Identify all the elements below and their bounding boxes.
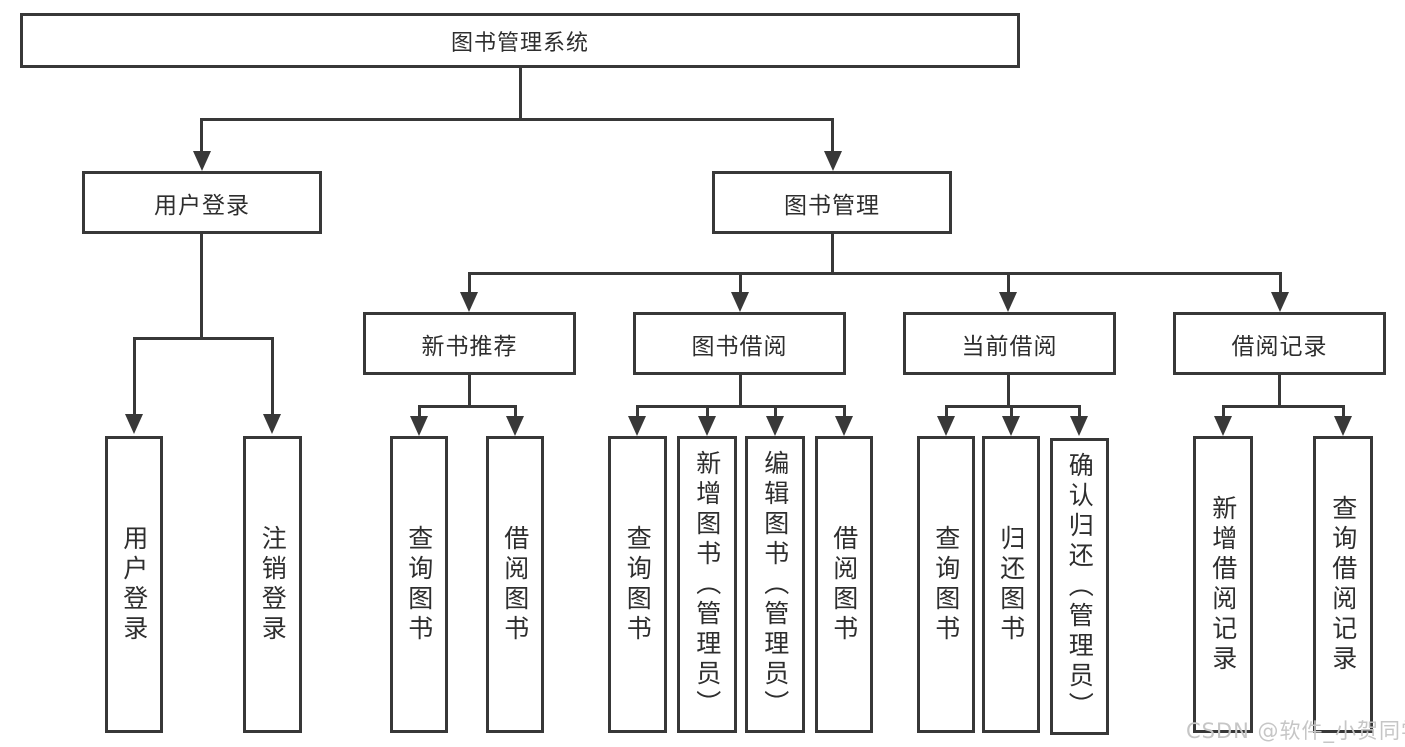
node-query-books-current: 查询图书: [917, 436, 975, 733]
arrowhead: [125, 414, 143, 434]
arrowhead: [937, 416, 955, 436]
arrowhead: [410, 416, 428, 436]
node-query-borrow-record: 查询借阅记录: [1313, 436, 1373, 733]
watermark: CSDN @软件_小贺同学: [1186, 719, 1405, 743]
connector-mgmt-stub: [831, 234, 834, 272]
node-confirm-return-admin: 确认归还（管理员）: [1050, 438, 1109, 735]
connector-rail: [1222, 405, 1345, 408]
node-book-management: 图书管理: [712, 171, 952, 234]
connector-stem: [739, 272, 742, 294]
node-new-book-recommend: 新书推荐: [363, 312, 576, 375]
arrowhead: [1271, 292, 1289, 312]
arrowhead: [506, 416, 524, 436]
arrowhead: [698, 416, 716, 436]
connector-stem: [133, 337, 136, 414]
connector-login-stub: [200, 234, 203, 337]
connector-stub: [1007, 375, 1010, 405]
connector-stem: [945, 405, 948, 417]
node-query-books-borrow: 查询图书: [608, 436, 667, 733]
node-return-book: 归还图书: [982, 436, 1040, 733]
connector-stem: [1010, 405, 1013, 417]
connector-root-rail: [200, 118, 834, 121]
node-add-book-admin: 新增图书（管理员）: [677, 436, 737, 733]
connector-root-stub: [519, 68, 522, 118]
node-logout: 注销登录: [243, 436, 302, 733]
arrowhead: [824, 151, 842, 171]
node-add-borrow-record: 新增借阅记录: [1193, 436, 1253, 733]
arrowhead: [193, 151, 211, 171]
connector-stem: [271, 337, 274, 414]
node-root: 图书管理系统: [20, 13, 1020, 68]
connector-stem: [200, 118, 203, 153]
node-borrow-books: 借阅图书: [815, 436, 873, 733]
connector-rail: [945, 405, 1081, 408]
node-book-borrow: 图书借阅: [633, 312, 846, 375]
connector-stem: [1279, 272, 1282, 294]
node-borrow-records: 借阅记录: [1173, 312, 1386, 375]
connector-rail: [636, 405, 846, 408]
connector-stem: [774, 405, 777, 417]
arrowhead: [999, 292, 1017, 312]
connector-stem: [843, 405, 846, 417]
connector-stem: [636, 405, 639, 417]
connector-stem: [1342, 405, 1345, 417]
arrowhead: [766, 416, 784, 436]
connector-stem: [418, 405, 421, 417]
connector-stem: [468, 272, 471, 294]
connector-stub: [1278, 375, 1281, 405]
connector-stub: [739, 375, 742, 405]
connector-stem: [1007, 272, 1010, 294]
connector-stem: [706, 405, 709, 417]
arrowhead: [1334, 416, 1352, 436]
connector-stem: [1078, 405, 1081, 417]
connector-stub: [468, 375, 471, 405]
node-current-borrow: 当前借阅: [903, 312, 1116, 375]
arrowhead: [835, 416, 853, 436]
connector-rail: [418, 405, 517, 408]
node-user-login: 用户登录: [82, 171, 322, 234]
connector-stem: [831, 118, 834, 153]
connector-login-rail: [133, 337, 274, 340]
arrowhead: [731, 292, 749, 312]
node-query-books-recommend: 查询图书: [390, 436, 448, 733]
arrowhead: [1070, 416, 1088, 436]
connector-stem: [1222, 405, 1225, 417]
connector-stem: [514, 405, 517, 417]
arrowhead: [1002, 416, 1020, 436]
arrowhead: [628, 416, 646, 436]
arrowhead: [263, 414, 281, 434]
node-edit-book-admin: 编辑图书（管理员）: [745, 436, 805, 733]
arrowhead: [460, 292, 478, 312]
connector-mgmt-rail: [468, 272, 1282, 275]
node-borrow-books-recommend: 借阅图书: [486, 436, 544, 733]
arrowhead: [1214, 416, 1232, 436]
node-login: 用户登录: [105, 436, 163, 733]
